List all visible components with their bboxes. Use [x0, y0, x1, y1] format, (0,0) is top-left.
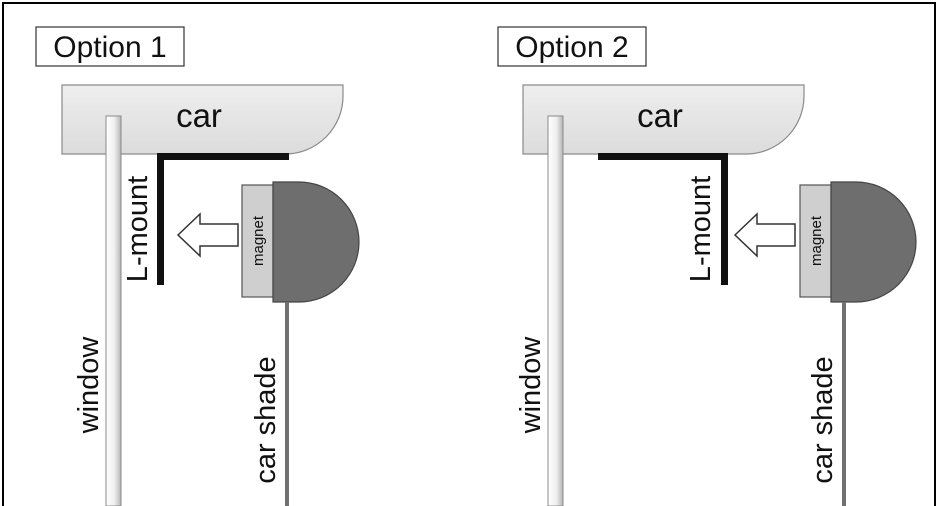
- magnet-label: magnet: [808, 215, 825, 266]
- l-mount-label: L-mount: [685, 176, 717, 282]
- car-label: car: [637, 97, 683, 134]
- option-2-panel: Option 2 car window L-mount magnet car s…: [497, 26, 917, 506]
- car-shade-label: car shade: [807, 356, 839, 483]
- car-shade-head: [830, 181, 917, 303]
- option-title-box: [35, 26, 185, 67]
- arrow-left-icon: [733, 212, 796, 258]
- car-label: car: [176, 97, 222, 134]
- option-title-box: [497, 26, 647, 67]
- window-label: window: [73, 336, 105, 435]
- arrow-left-icon: [176, 212, 239, 258]
- car-body: [522, 84, 805, 155]
- magnet-block: [799, 184, 832, 298]
- car-shade-label: car shade: [250, 356, 282, 483]
- l-mount-label: L-mount: [122, 176, 154, 282]
- car-shade-head: [272, 181, 360, 303]
- window-pane: [105, 115, 122, 506]
- magnet-label: magnet: [250, 215, 267, 266]
- window-pane: [547, 115, 564, 506]
- option-1-panel: Option 1 car window L-mount magnet car s…: [35, 26, 360, 506]
- option-title: Option 2: [515, 31, 628, 64]
- window-label: window: [515, 336, 547, 435]
- option-title: Option 1: [53, 31, 166, 64]
